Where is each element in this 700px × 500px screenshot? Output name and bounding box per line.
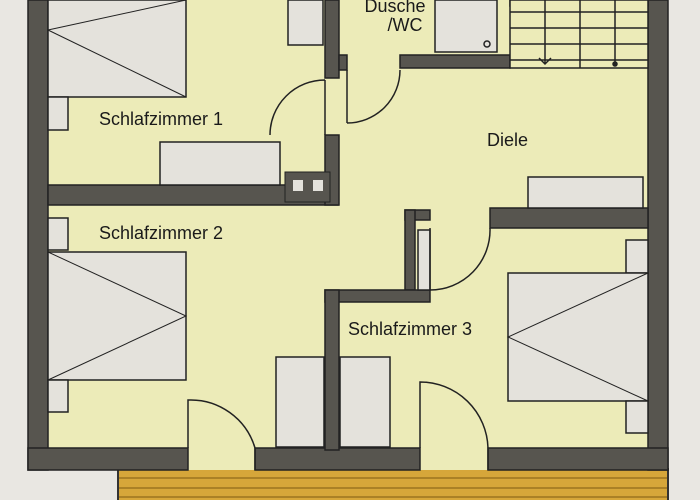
bed-2 (47, 251, 187, 381)
furniture (47, 0, 649, 448)
bath-label-line2: /WC (388, 15, 423, 35)
bedroom1-label: Schlafzimmer 1 (99, 109, 223, 129)
door-bath (346, 69, 401, 124)
chimney (284, 171, 331, 203)
bed-3 (507, 272, 649, 402)
door-bedroom3-hall (429, 227, 491, 291)
bedroom2-label: Schlafzimmer 2 (99, 223, 223, 243)
bedroom3-label: Schlafzimmer 3 (348, 319, 472, 339)
door-bedroom2-balcony (187, 399, 256, 470)
balcony (117, 468, 669, 500)
doors (187, 69, 491, 470)
door-bedroom3-balcony (419, 381, 489, 470)
bath-label-line1: Dusche (364, 0, 425, 16)
door-bedroom1 (269, 79, 326, 136)
hall-label: Diele (487, 130, 528, 150)
staircase (509, 0, 649, 69)
bed-1 (47, 0, 187, 98)
shower-tray (434, 0, 498, 53)
